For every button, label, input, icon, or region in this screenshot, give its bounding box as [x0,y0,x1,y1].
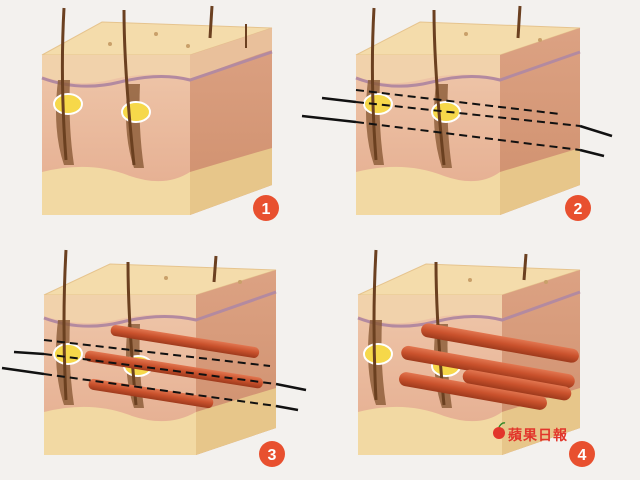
panel-2: 2 [301,5,613,221]
epidermis-band [42,55,190,84]
panel-4: 4 [357,249,595,467]
epidermis-band [44,295,196,324]
thread-outside [579,148,605,158]
fat-layer-side [502,388,580,455]
pore [544,280,548,284]
step-badge [259,441,285,467]
threads [301,89,613,158]
thread-outside [275,404,299,412]
collagen-fiber [399,372,547,410]
pore [108,42,112,46]
collagen-fiber [110,325,260,358]
thread-inside [355,121,581,151]
step-badge [569,441,595,467]
skin-block [41,5,273,215]
step-badge [565,195,591,221]
skin-block [355,5,581,215]
hair-strand [372,249,378,401]
thread-outside [301,114,357,124]
threads [1,339,307,412]
sebaceous-gland [53,93,83,115]
pore [538,38,542,42]
watermark-logo [493,422,506,439]
pore [468,278,472,282]
step-number: 2 [574,201,583,218]
step-number: 4 [578,447,587,464]
hair-strand [432,9,446,166]
thread-outside [13,350,45,356]
sebaceous-gland [431,101,461,123]
fat-layer-front [356,166,500,215]
thread-inside [43,339,271,367]
collagen-fiber [421,323,579,363]
collagen-fiber [88,378,214,409]
hair-strand [522,253,528,281]
thread-outside [321,96,357,104]
step-number: 1 [262,201,271,218]
apple-logo-icon [493,427,505,439]
thread-inside [355,101,581,127]
hair-strand [370,7,378,161]
fat-layer-front [44,406,196,455]
hair-strand [212,255,218,283]
epidermis-band [358,295,502,324]
panel-3: 3 [1,249,307,467]
fat-layer-side [500,148,580,215]
pore [154,32,158,36]
hair-strand [62,249,68,401]
step-number: 3 [268,447,277,464]
collagen-fiber [84,350,263,389]
pore [464,32,468,36]
fat-layer-front [358,406,502,455]
epidermis-side-band [190,28,272,80]
sebaceous-gland [363,93,393,115]
pore [238,280,242,284]
pore [186,44,190,48]
collagen-fiber [462,369,572,401]
collagen-fibers [84,325,263,409]
pore [164,276,168,280]
collagen-fiber [401,345,575,389]
sebaceous-gland [121,101,151,123]
hair-strand [122,9,136,166]
skin-block [357,249,581,455]
panel-1: 1 [41,5,279,221]
sebaceous-gland [53,343,83,365]
collagen-fibers [399,323,579,410]
thread-inside [355,89,561,115]
thread-inside [43,373,277,407]
step-badge [253,195,279,221]
hair-strand [60,7,68,161]
fat-layer-side [196,388,276,455]
sebaceous-gland [363,343,393,365]
epidermis-band [356,55,500,84]
hair-strand [516,5,522,39]
fat-layer-side [190,148,272,215]
hair-strand [208,5,214,39]
fat-layer-front [42,166,190,215]
thread-outside [1,366,45,376]
watermark-text: 蘋果日報 [508,428,568,444]
thread-outside [579,124,613,138]
thread-outside [275,382,307,392]
